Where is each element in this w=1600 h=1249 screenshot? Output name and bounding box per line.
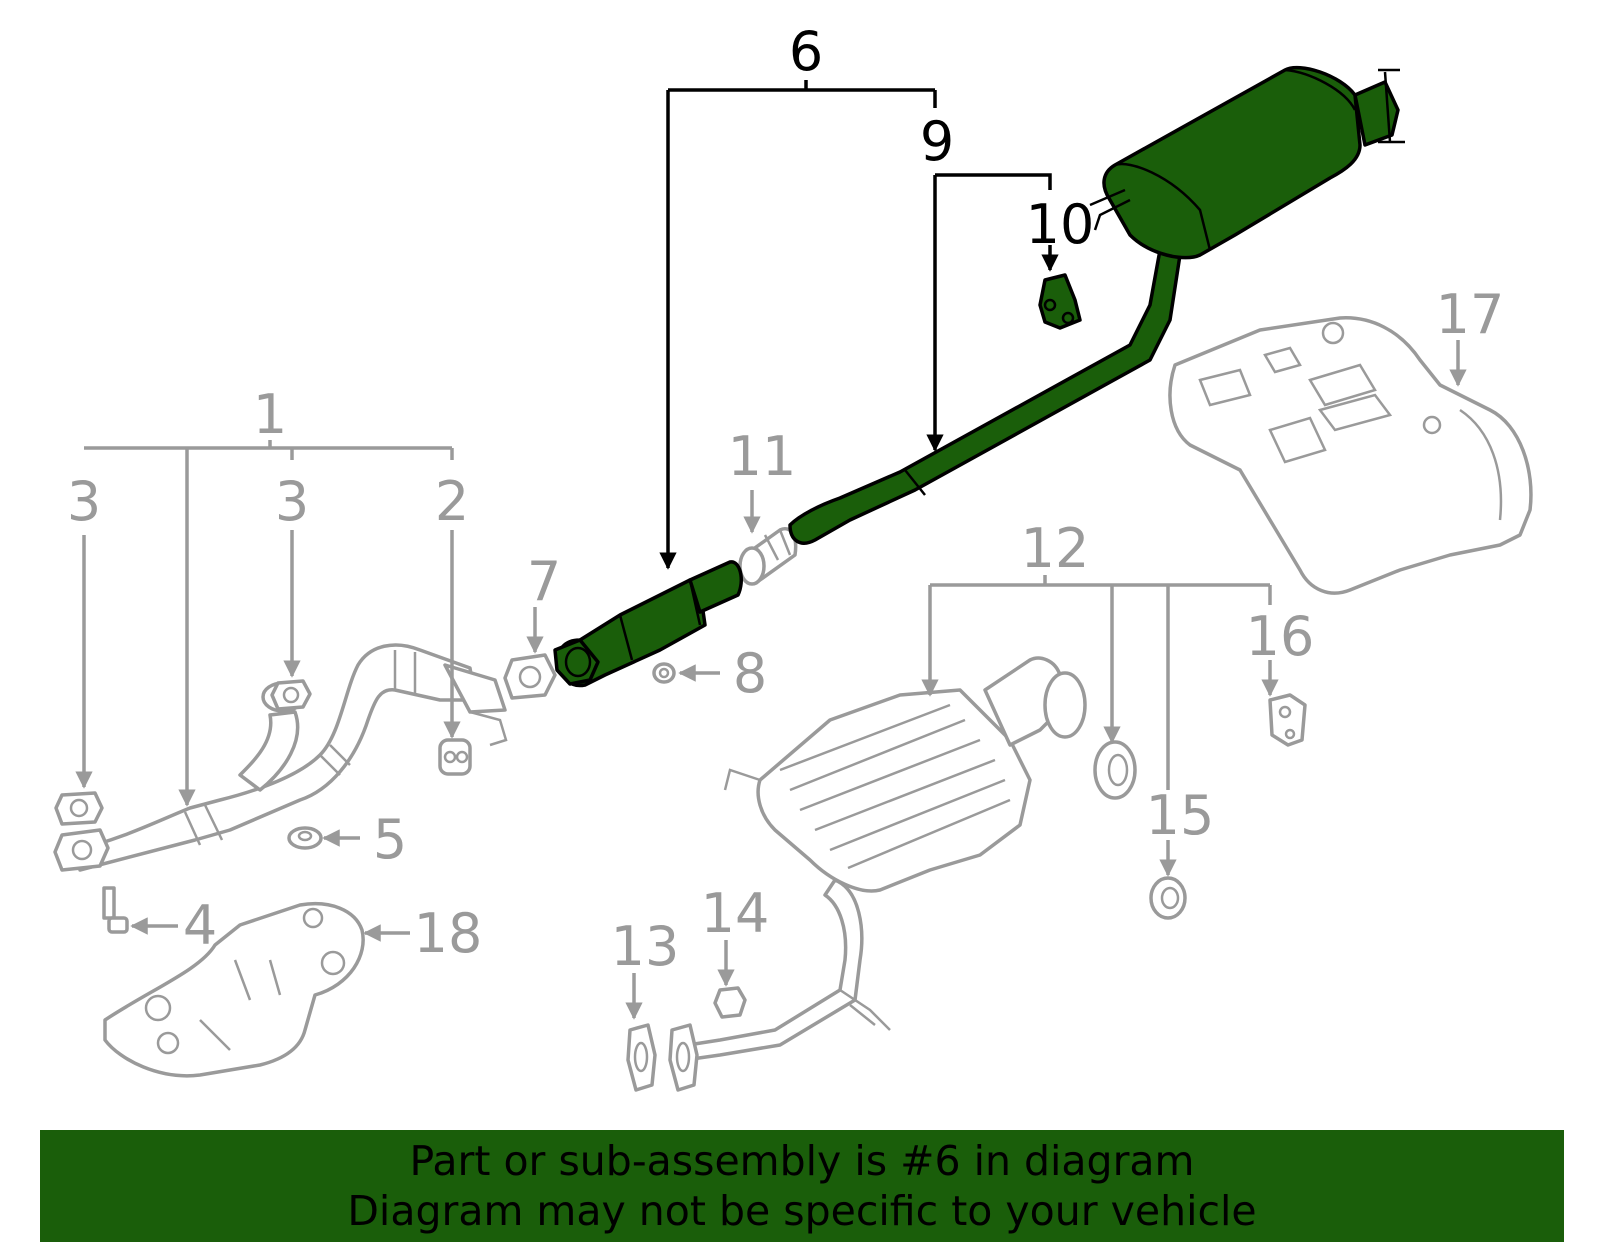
part-12-rear-muffler[interactable]	[683, 656, 1087, 1062]
part-8-nut[interactable]	[652, 662, 676, 684]
callout-14[interactable]: 14	[701, 882, 770, 945]
callout-12[interactable]: 12	[1021, 517, 1090, 580]
part-1-flange[interactable]	[53, 828, 110, 872]
part-2-hanger[interactable]	[438, 738, 472, 776]
callout-11[interactable]: 11	[728, 425, 797, 488]
callout-7[interactable]: 7	[527, 550, 561, 613]
callout-9[interactable]: 9	[920, 110, 954, 173]
part-1-front-pipe[interactable]	[73, 643, 508, 872]
part-7-gasket[interactable]	[503, 653, 557, 700]
callout-15[interactable]: 15	[1146, 784, 1215, 847]
callout-1[interactable]: 1	[253, 383, 287, 446]
part-12-flange[interactable]	[668, 1023, 699, 1092]
callout-6[interactable]: 6	[789, 20, 823, 83]
part-16-bracket[interactable]	[1268, 693, 1307, 747]
part-9-muffler[interactable]	[1089, 65, 1405, 260]
part-5-nut[interactable]	[287, 826, 323, 850]
part-3-gasket-right[interactable]	[270, 679, 312, 711]
callout-4[interactable]: 4	[183, 894, 217, 957]
info-banner: Part or sub-assembly is #6 in diagram Di…	[40, 1130, 1564, 1242]
part-12-hanger[interactable]	[1093, 740, 1137, 800]
part-17-heat-shield[interactable]	[1168, 316, 1533, 595]
part-15-hanger[interactable]	[1149, 876, 1187, 920]
part-6-converter-assembly[interactable]	[553, 560, 743, 688]
callout-2[interactable]: 2	[435, 470, 469, 533]
leader-lines	[75, 80, 1467, 1020]
callout-labels: 1 2 3 3 4 5 6 7 8 9 10 11 12 13 14 15 16…	[67, 20, 1505, 978]
part-4-bolt[interactable]	[102, 886, 129, 934]
callout-13[interactable]: 13	[611, 915, 680, 978]
callout-18[interactable]: 18	[414, 902, 483, 965]
banner-line-disclaimer: Diagram may not be specific to your vehi…	[347, 1187, 1257, 1235]
callout-17[interactable]: 17	[1436, 283, 1505, 346]
callout-16[interactable]: 16	[1246, 605, 1315, 668]
part-18-heat-shield[interactable]	[103, 902, 365, 1078]
callout-8[interactable]: 8	[733, 642, 767, 705]
part-13-gasket[interactable]	[626, 1023, 657, 1092]
banner-line-part: Part or sub-assembly is #6 in diagram	[409, 1137, 1195, 1185]
callout-3-left[interactable]: 3	[67, 470, 101, 533]
part-11-clamp[interactable]	[738, 527, 798, 586]
part-14-nut[interactable]	[713, 986, 747, 1019]
part-9-intermediate-pipe[interactable]	[788, 228, 1197, 545]
part-3-gasket-left[interactable]	[54, 791, 104, 826]
callout-3-right[interactable]: 3	[275, 470, 309, 533]
callout-5[interactable]: 5	[373, 808, 407, 871]
callout-10[interactable]: 10	[1026, 193, 1095, 256]
part-10-hanger[interactable]	[1038, 273, 1082, 330]
